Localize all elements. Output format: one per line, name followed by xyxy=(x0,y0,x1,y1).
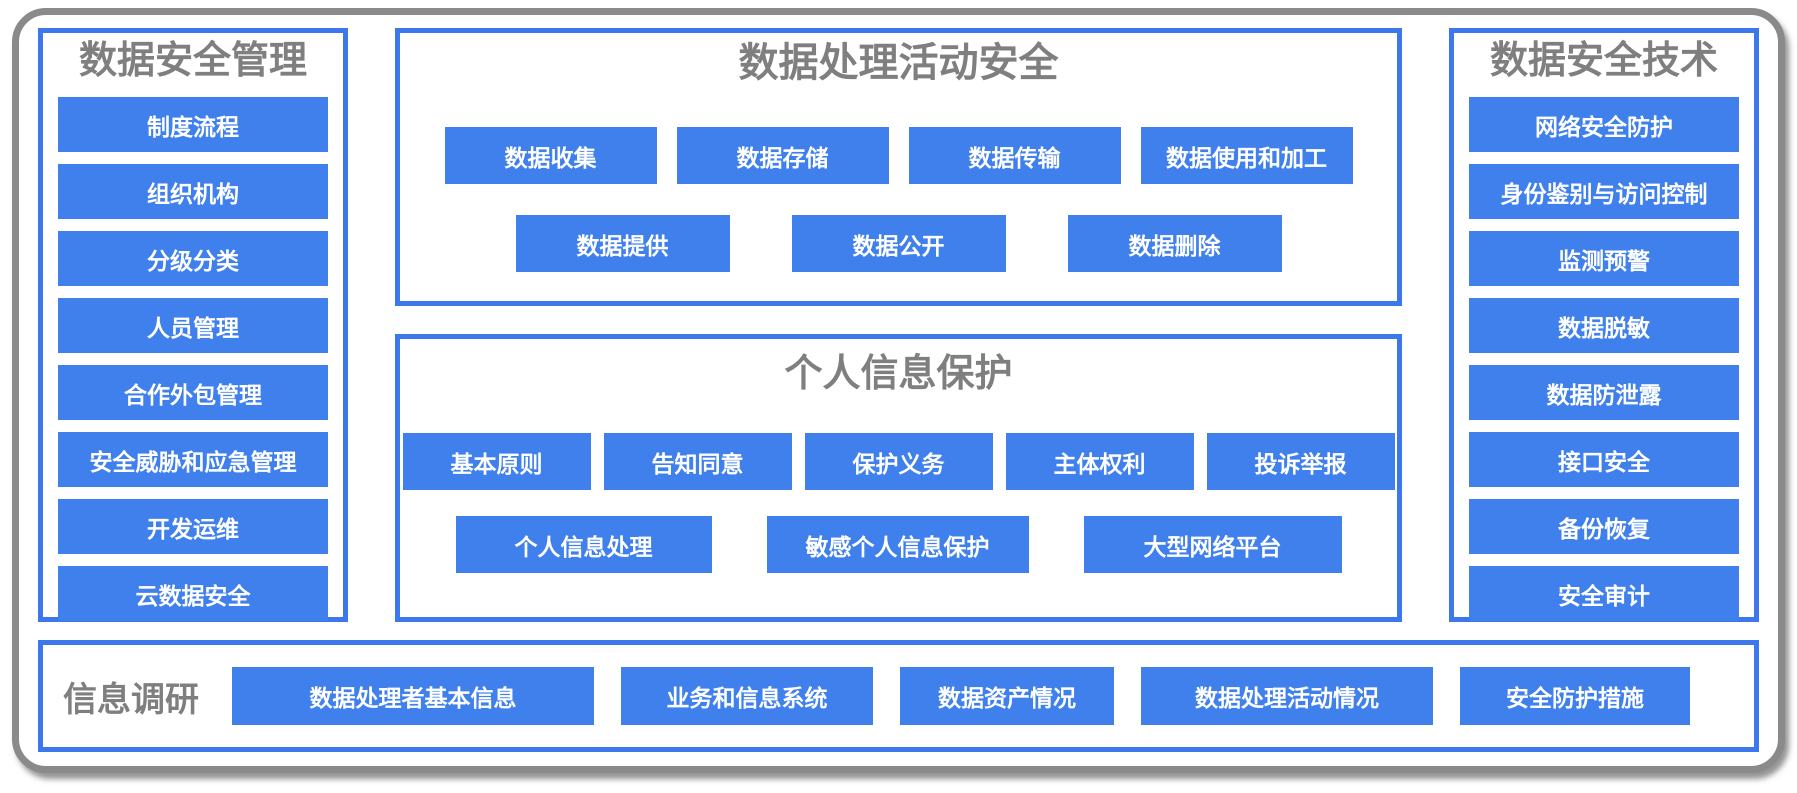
personal-info-item-box: 保护义务 xyxy=(804,433,993,490)
panel-data-security-management: 数据安全管理 制度流程 组织机构 分级分类 人员管理 合作外包管理 安全威胁和应… xyxy=(38,28,348,622)
processing-activities-row-1: 数据收集 数据存储 数据传输 数据使用和加工 xyxy=(400,127,1397,184)
management-item-box: 安全威胁和应急管理 xyxy=(58,432,328,487)
personal-info-row-1: 基本原则 告知同意 保护义务 主体权利 投诉举报 xyxy=(400,433,1397,490)
panel-personal-info-protection: 个人信息保护 基本原则 告知同意 保护义务 主体权利 投诉举报 个人信息处理 敏… xyxy=(395,334,1402,622)
personal-info-item-box: 告知同意 xyxy=(603,433,792,490)
panel-title-management: 数据安全管理 xyxy=(78,40,307,82)
technology-item-box: 监测预警 xyxy=(1469,231,1739,286)
processing-activities-row-2: 数据提供 数据公开 数据删除 xyxy=(400,215,1397,272)
processing-item-box: 数据存储 xyxy=(676,127,889,184)
management-item-box: 人员管理 xyxy=(58,298,328,353)
processing-item-box: 数据提供 xyxy=(515,215,730,272)
processing-item-box: 数据收集 xyxy=(444,127,657,184)
personal-info-item-box: 基本原则 xyxy=(402,433,591,490)
management-item-box: 制度流程 xyxy=(58,97,328,152)
technology-item-box: 数据脱敏 xyxy=(1469,298,1739,353)
middle-column: 数据处理活动安全 数据收集 数据存储 数据传输 数据使用和加工 数据提供 数据公… xyxy=(395,28,1402,622)
management-item-box: 合作外包管理 xyxy=(58,365,328,420)
technology-item-box: 安全审计 xyxy=(1469,566,1739,621)
personal-info-item-box: 大型网络平台 xyxy=(1083,516,1342,573)
technology-item-box: 身份鉴别与访问控制 xyxy=(1469,164,1739,219)
panel-title-processing-activities: 数据处理活动安全 xyxy=(738,41,1059,85)
processing-item-box: 数据删除 xyxy=(1067,215,1282,272)
management-item-box: 分级分类 xyxy=(58,231,328,286)
management-item-box: 云数据安全 xyxy=(58,566,328,621)
research-item-box: 业务和信息系统 xyxy=(621,667,873,725)
technology-item-box: 接口安全 xyxy=(1469,432,1739,487)
personal-info-item-box: 个人信息处理 xyxy=(455,516,712,573)
processing-item-box: 数据传输 xyxy=(908,127,1121,184)
personal-info-row-2: 个人信息处理 敏感个人信息保护 大型网络平台 xyxy=(400,516,1397,573)
panel-data-security-technology: 数据安全技术 网络安全防护 身份鉴别与访问控制 监测预警 数据脱敏 数据防泄露 … xyxy=(1449,28,1759,622)
processing-item-box: 数据公开 xyxy=(791,215,1006,272)
personal-info-item-box: 投诉举报 xyxy=(1206,433,1395,490)
panel-information-research: 信息调研 数据处理者基本信息 业务和信息系统 数据资产情况 数据处理活动情况 安… xyxy=(38,640,1759,752)
management-item-box: 开发运维 xyxy=(58,499,328,554)
research-item-box: 数据资产情况 xyxy=(900,667,1114,725)
diagram-outer-frame: 数据安全管理 制度流程 组织机构 分级分类 人员管理 合作外包管理 安全威胁和应… xyxy=(12,8,1785,773)
personal-info-item-box: 敏感个人信息保护 xyxy=(766,516,1029,573)
technology-item-box: 数据防泄露 xyxy=(1469,365,1739,420)
panel-title-research: 信息调研 xyxy=(63,680,199,719)
top-region: 数据安全管理 制度流程 组织机构 分级分类 人员管理 合作外包管理 安全威胁和应… xyxy=(38,28,1759,622)
processing-item-box: 数据使用和加工 xyxy=(1140,127,1353,184)
personal-info-item-box: 主体权利 xyxy=(1005,433,1194,490)
panel-title-technology: 数据安全技术 xyxy=(1489,40,1718,82)
research-item-box: 安全防护措施 xyxy=(1460,667,1690,725)
technology-item-box: 备份恢复 xyxy=(1469,499,1739,554)
panel-title-personal-info: 个人信息保护 xyxy=(784,353,1013,395)
panel-processing-activities: 数据处理活动安全 数据收集 数据存储 数据传输 数据使用和加工 数据提供 数据公… xyxy=(395,28,1402,306)
research-item-box: 数据处理者基本信息 xyxy=(232,667,594,725)
research-item-box: 数据处理活动情况 xyxy=(1141,667,1433,725)
technology-item-box: 网络安全防护 xyxy=(1469,97,1739,152)
management-item-box: 组织机构 xyxy=(58,164,328,219)
